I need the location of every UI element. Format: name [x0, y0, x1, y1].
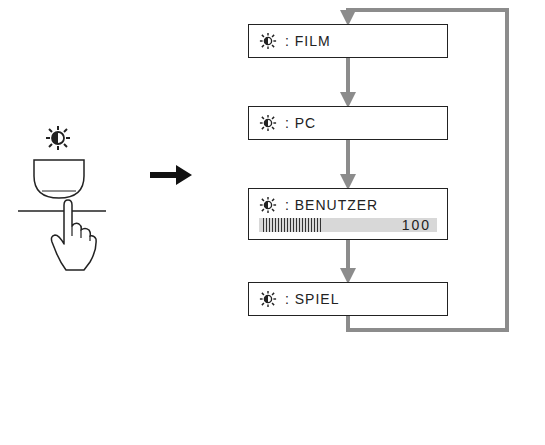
button-shape: [34, 160, 84, 198]
mode-box: : PC: [248, 106, 448, 140]
flow-arrow: [346, 58, 350, 104]
brightness-icon: [259, 196, 277, 214]
mode-row: : BENUTZER: [259, 196, 437, 214]
level-bar: 100: [259, 218, 437, 232]
brightness-icon: [259, 32, 277, 50]
level-value: 100: [402, 218, 437, 232]
mode-name: : PC: [285, 115, 316, 131]
mode-row: : SPIEL: [259, 290, 437, 308]
hand: [51, 200, 96, 270]
mode-row: : FILM: [259, 32, 437, 50]
panel-line: [18, 210, 106, 212]
bar-fill: [263, 218, 321, 232]
mode-box: : BENUTZER 100: [248, 188, 448, 240]
mode-name: : BENUTZER: [285, 197, 378, 213]
brightness-icon: [259, 114, 277, 132]
flow-arrow: [346, 240, 350, 280]
mode-box: : SPIEL: [248, 282, 448, 316]
brightness-icon: [46, 126, 70, 150]
mode-name: : SPIEL: [285, 291, 339, 307]
arrow-right: [150, 165, 192, 185]
mode-row: : PC: [259, 114, 437, 132]
mode-name: : FILM: [285, 33, 331, 49]
brightness-icon: [259, 290, 277, 308]
flow-arrow: [346, 140, 350, 186]
mode-box: : FILM: [248, 24, 448, 58]
